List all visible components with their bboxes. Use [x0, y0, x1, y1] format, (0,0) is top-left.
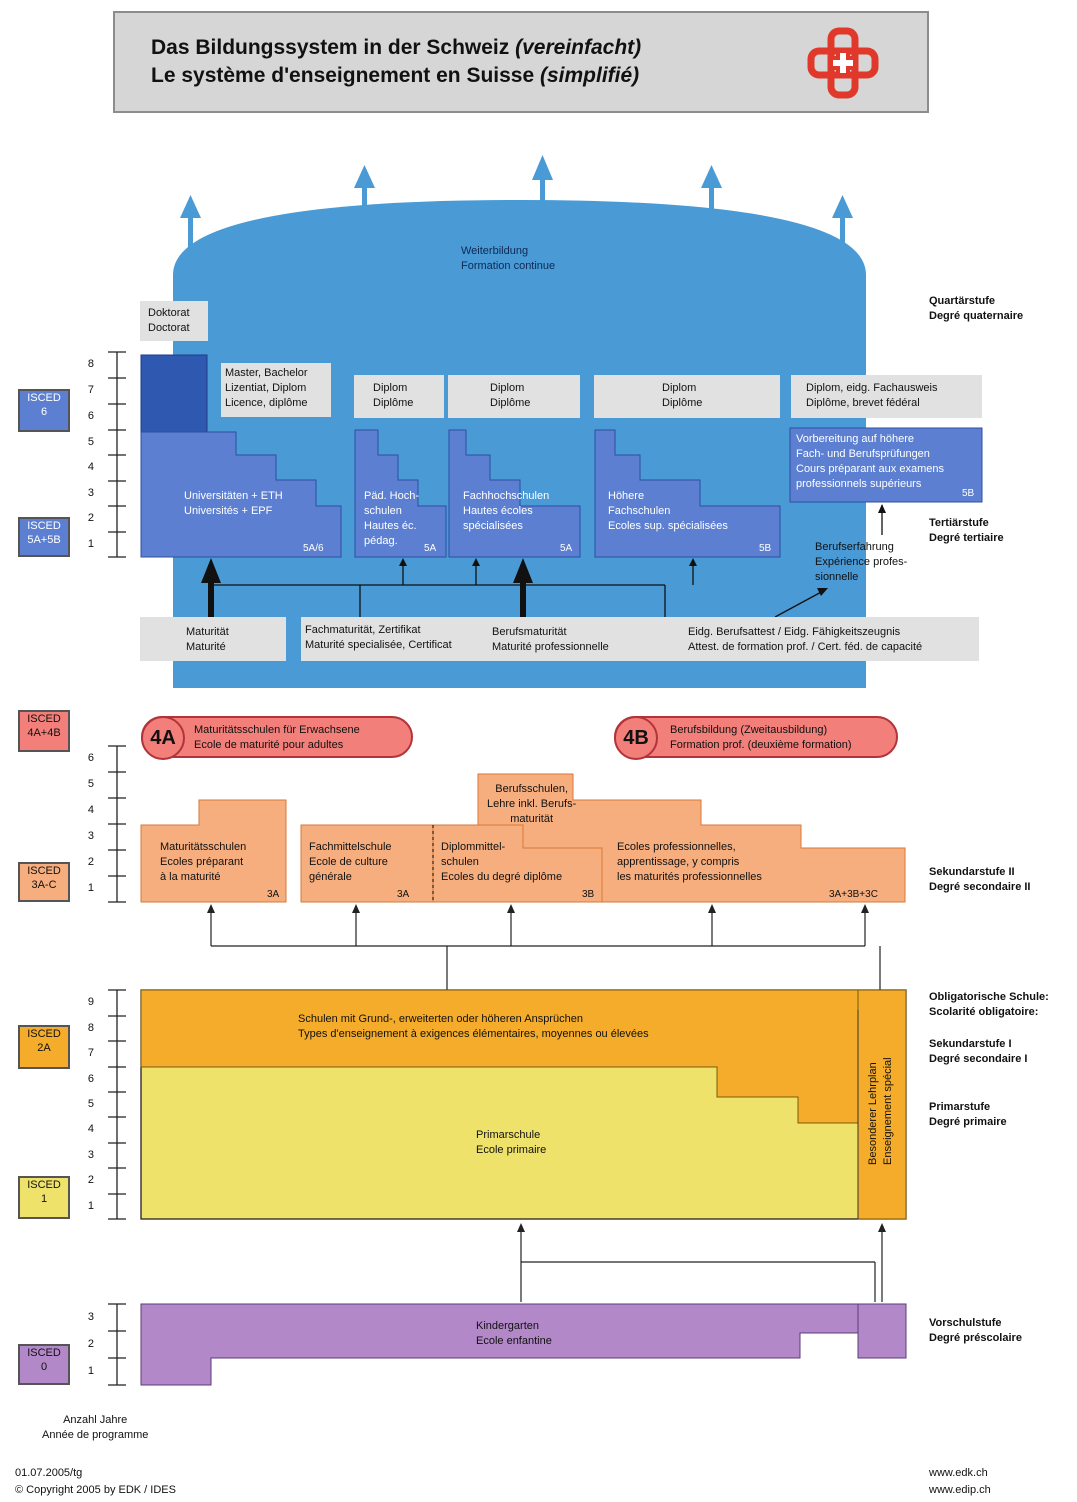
ecoles-professionnelles-label: Ecoles professionnelles, apprentissage, … [617, 841, 762, 883]
diplom-label-2: Diplom Diplôme [490, 382, 531, 409]
qualifications-bar [301, 617, 979, 661]
badge-4a: 4A Maturitätsschulen für Erwachsene Ecol… [141, 716, 413, 760]
fachhochschulen-block [448, 429, 581, 558]
title-fr: Le système d'enseignement en Suisse (sim… [151, 64, 640, 87]
vorbereitung-code: 5B [962, 488, 975, 499]
primarschule-text: Primarschule Ecole primaire [476, 1129, 547, 1156]
hf-code: 5B [759, 543, 772, 554]
weiterbildung-label: Weiterbildung Formation continue [461, 245, 556, 272]
diplom-box-2 [448, 375, 580, 418]
vorbereitung-block [789, 427, 983, 503]
axis-label-years: Anzahl Jahre Année de programme [42, 1414, 149, 1441]
ecoles-professionnelles-code: 3A+3B+3C [829, 889, 878, 900]
hoehere-fachschulen-label: Höhere Fachschulen Ecoles sup. spécialis… [608, 490, 728, 532]
eidg-attest-label: Eidg. Berufsattest / Eidg. Fähigkeitszeu… [688, 626, 923, 653]
isced-3-box: ISCED 3A-C [18, 862, 70, 902]
maturitaet-box [140, 617, 286, 661]
hoehere-fachschulen-block [594, 429, 781, 558]
footer-copyright: © Copyright 2005 by EDK / IDES [15, 1484, 176, 1496]
fachmittelschule-code: 3A [397, 889, 410, 900]
compulsory-connectors [520, 1225, 883, 1302]
maturitaetsschulen-label: Maturitätsschulen Ecoles préparant à la … [160, 841, 247, 883]
sekundarstufe1-text: Schulen mit Grund-, erweiterten oder höh… [298, 1013, 649, 1040]
diplommittelschulen-code: 3B [582, 889, 595, 900]
vorschulstufe-label: Vorschulstufe Degré préscolaire [929, 1317, 1022, 1344]
paed-hochschulen-block [354, 429, 447, 558]
footer-date: 01.07.2005/tg [15, 1467, 83, 1479]
maturitaetsschulen-block [140, 799, 287, 903]
diplom-box-1 [354, 375, 444, 418]
diplom-label-3: Diplom Diplôme [662, 382, 703, 409]
berufsmaturitaet-label: Berufsmaturität Maturité professionnelle [492, 626, 609, 653]
obligatorische-schule-label: Obligatorische Schule: Scolarité obligat… [929, 991, 1049, 1018]
maturitaet-label: Maturität Maturité [186, 626, 229, 653]
scale-ticks [108, 351, 126, 1386]
isced-5-box: ISCED 5A+5B [18, 517, 70, 557]
tertiaerstufe-label: Tertiärstufe Degré tertiaire [929, 517, 1004, 544]
kindergarten-special-block [857, 1303, 907, 1359]
fachmittelschule-block [300, 824, 434, 903]
fachmaturitaet-label: Fachmaturität, Zertifikat Maturité speci… [305, 624, 452, 651]
master-label: Master, Bachelor Lizentiat, Diplom Licen… [225, 367, 308, 409]
fachhochschulen-label: Fachhochschulen Hautes écoles spécialisé… [463, 490, 550, 532]
tertiary-arrowheads [201, 504, 886, 617]
berufsschulen-block [477, 773, 906, 903]
kindergarten-text: Kindergarten Ecole enfantine [476, 1320, 552, 1347]
badge-4b: 4B Berufsbildung (Zweitausbildung) Forma… [614, 716, 898, 760]
fh-code: 5A [560, 543, 573, 554]
universities-label: Universitäten + ETH Universités + EPF [184, 490, 283, 517]
fachmittelschule-label: Fachmittelschule Ecole de culture généra… [309, 841, 392, 883]
isced-6-box: ISCED 6 [18, 389, 70, 432]
swiss-cross-logo-icon [807, 27, 879, 99]
doktorat-box [140, 301, 208, 341]
doktorat-block [140, 354, 208, 433]
badge-4b-circle: 4B [614, 716, 658, 760]
footer-url-edk[interactable]: www.edk.ch [929, 1467, 988, 1479]
footer-url-edip[interactable]: www.edip.ch [929, 1484, 991, 1496]
badge-4a-circle: 4A [141, 716, 185, 760]
sec2-connectors [210, 906, 881, 990]
universities-block [140, 431, 342, 558]
universities-code: 5A/6 [303, 543, 324, 554]
diplommittelschulen-label: Diplommittel- schulen Ecoles du degré di… [441, 841, 563, 883]
paed-label: Päd. Hoch- schulen Hautes éc. pédag. [364, 490, 420, 547]
quartaerstufe-label: Quartärstufe Degré quaternaire [929, 295, 1024, 322]
master-box [221, 363, 331, 417]
maturitaetsschulen-code: 3A [267, 889, 280, 900]
isced-4-box: ISCED 4A+4B [18, 710, 70, 752]
up-arrows [180, 155, 853, 260]
diplom-label-1: Diplom Diplôme [373, 382, 414, 409]
berufsschulen-label: Berufsschulen, Lehre inkl. Berufs- matur… [487, 783, 577, 825]
diplom-fach-label: Diplom, eidg. Fachausweis Diplôme, breve… [806, 382, 938, 409]
title-de: Das Bildungssystem in der Schweiz (verei… [151, 36, 642, 59]
isced-0-box: ISCED 0 [18, 1344, 70, 1385]
vorbereitung-label: Vorbereitung auf höhere Fach- und Berufs… [796, 433, 944, 490]
paed-code: 5A [424, 543, 437, 554]
sekundarstufe1-label: Sekundarstufe I Degré secondaire I [929, 1038, 1028, 1065]
badge-4b-text: Berufsbildung (Zweitausbildung) Formatio… [670, 724, 852, 751]
primarstufe-label: Primarstufe Degré primaire [929, 1101, 1007, 1128]
badge-4a-text: Maturitätsschulen für Erwachsene Ecole d… [194, 724, 360, 751]
isced-1-box: ISCED 1 [18, 1176, 70, 1219]
special-education-text: Besonderer Lehrplan Enseignement spécial [867, 1057, 894, 1165]
special-education-block [857, 989, 907, 1220]
sekundarstufe2-label: Sekundarstufe II Degré secondaire II [929, 866, 1031, 893]
diplom-fach-box [791, 375, 982, 418]
isced-2-box: ISCED 2A [18, 1025, 70, 1069]
berufserfahrung-label: Berufserfahrung Expérience profes- sionn… [815, 541, 908, 583]
doktorat-label: Doktorat Doctorat [148, 307, 190, 334]
diplom-box-3 [594, 375, 780, 418]
title-box: Das Bildungssystem in der Schweiz (verei… [113, 11, 929, 113]
